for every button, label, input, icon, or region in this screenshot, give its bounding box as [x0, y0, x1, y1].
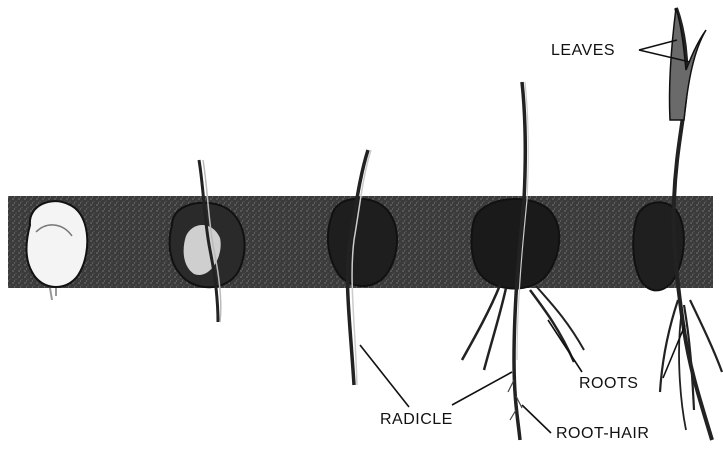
roots-pointer-1 [548, 320, 582, 372]
root-hair-pointer [522, 405, 551, 433]
label-radicle: RADICLE [380, 411, 453, 429]
label-leaves: LEAVES [551, 42, 615, 60]
seed-stage-3 [328, 150, 397, 385]
roots-pointer-2 [663, 325, 685, 378]
radicle-pointer-2 [452, 372, 512, 405]
seed-stage-2 [170, 160, 245, 322]
label-roots: ROOTS [579, 375, 638, 393]
radicle-pointer-1 [360, 345, 409, 407]
label-root-hair: ROOT-HAIR [556, 425, 649, 443]
